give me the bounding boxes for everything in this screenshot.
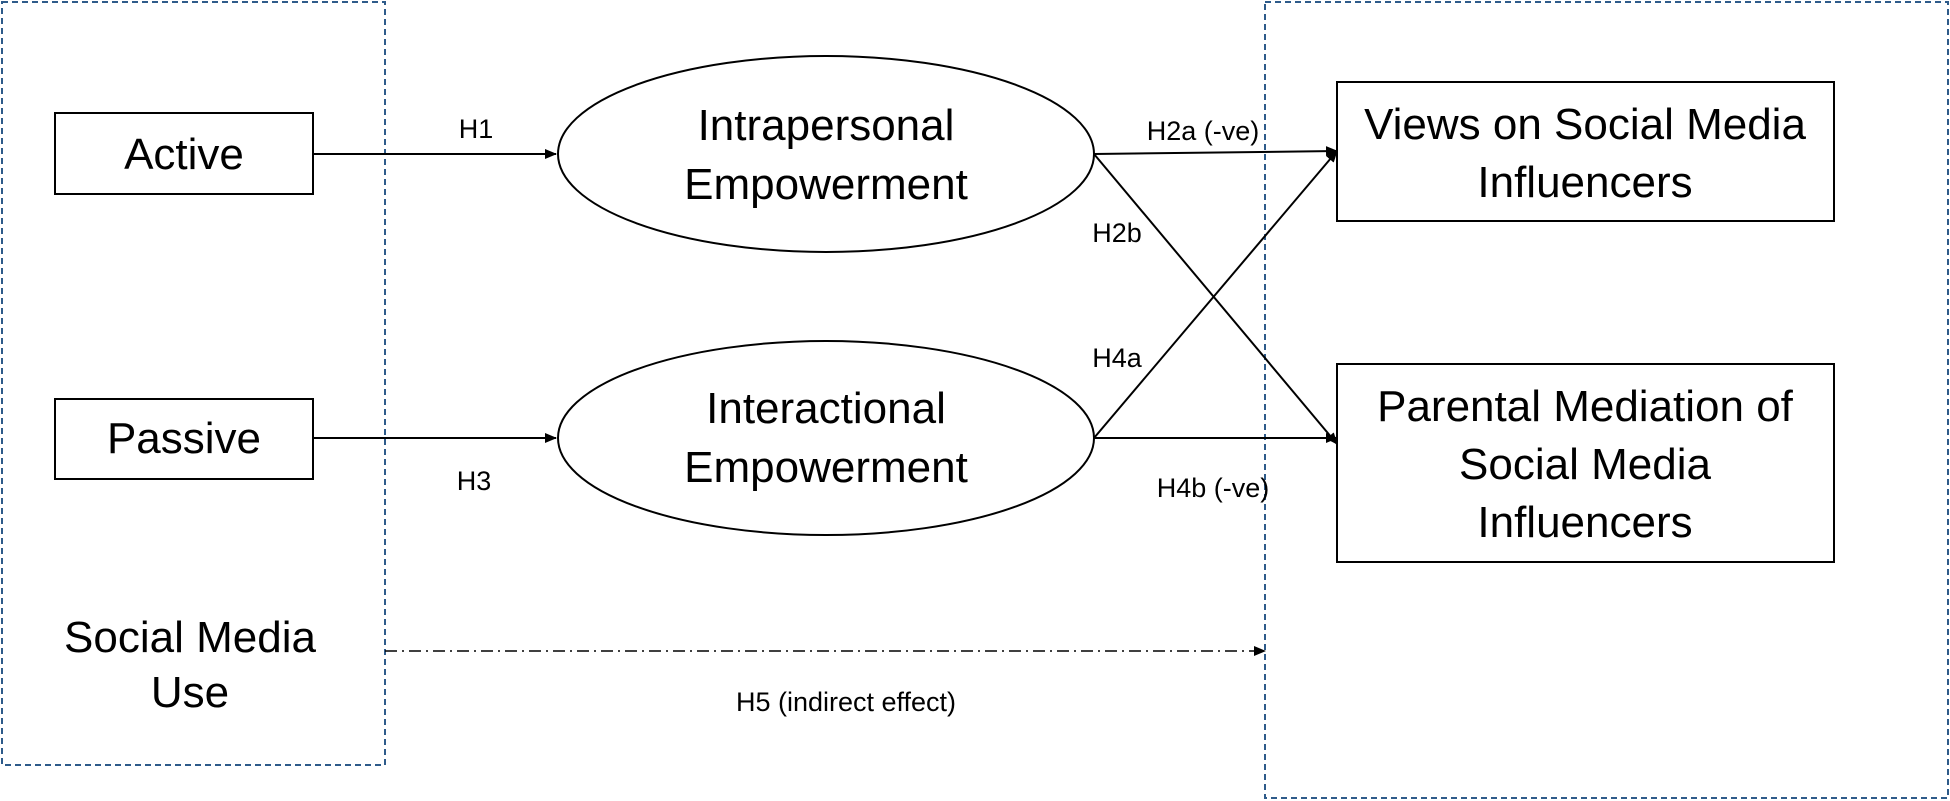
edge-label-h2a: H2a (-ve) — [1147, 116, 1260, 146]
parental-mediation-box — [1336, 363, 1835, 563]
intrapersonal-empowerment-ellipse — [557, 55, 1095, 253]
edge-label-h4a: H4a — [1092, 343, 1143, 373]
views-box — [1336, 81, 1835, 222]
edge-label-h2b: H2b — [1092, 218, 1142, 248]
parental-label-line2: Social Media — [1459, 440, 1711, 489]
intrapersonal-label-line1: Intrapersonal — [698, 101, 955, 150]
edge-label-h1: H1 — [459, 114, 494, 144]
edge-label-h5: H5 (indirect effect) — [736, 687, 956, 717]
edge-label-h3: H3 — [457, 466, 492, 496]
interactional-label-line1: Interactional — [706, 384, 946, 433]
passive-label: Passive — [107, 414, 261, 463]
views-label-line2: Influencers — [1477, 158, 1692, 207]
outcomes-group — [1264, 1, 1949, 799]
active-label: Active — [124, 130, 244, 179]
arrow-h2b — [1093, 153, 1338, 445]
social-media-use-label-line2: Use — [151, 668, 229, 717]
interactional-empowerment-ellipse — [557, 340, 1095, 536]
edge-label-h4b: H4b (-ve) — [1157, 473, 1270, 503]
views-label-line1: Views on Social Media — [1364, 100, 1806, 149]
social-media-use-label-line1: Social Media — [64, 613, 316, 662]
intrapersonal-label-line2: Empowerment — [684, 160, 968, 209]
arrow-h2a — [1093, 146, 1338, 157]
social-media-use-group — [1, 1, 386, 766]
interactional-label-line2: Empowerment — [684, 443, 968, 492]
parental-label-line3: Influencers — [1477, 498, 1692, 547]
parental-label-line1: Parental Mediation of — [1377, 382, 1794, 431]
active-box — [54, 112, 314, 195]
arrow-h4a — [1093, 150, 1338, 439]
